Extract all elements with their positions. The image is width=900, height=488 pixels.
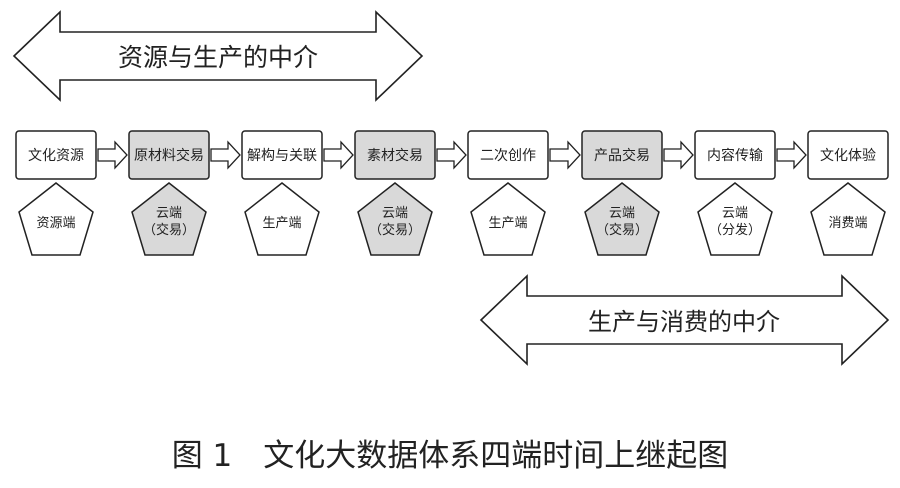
stage-box [128, 130, 210, 180]
end-label-line2: （交易） [369, 222, 421, 238]
stage-label: 内容传输 [707, 147, 763, 164]
connectors-row [97, 140, 807, 170]
stages-row: 文化资源 原材料交易 解构与关联 素材交易 二次创作 产品交易 内容传输 文化体验 [15, 130, 889, 180]
connector-arrow [663, 140, 694, 170]
end-label-line1: 云端 [722, 206, 748, 221]
connector-arrow [210, 140, 241, 170]
stage-label: 文化体验 [820, 148, 876, 164]
end-pentagon [470, 182, 546, 256]
connector-arrow [323, 140, 354, 170]
bottom-arrow-label: 生产与消费的中介 [588, 308, 780, 336]
figure-caption: 图 1 文化大数据体系四端时间上继起图 [172, 438, 729, 474]
stage-box [354, 130, 436, 180]
stage-box [581, 130, 663, 180]
end-label-line2: （分发） [709, 222, 761, 238]
end-pentagon [810, 182, 886, 256]
stage-label: 产品交易 [594, 147, 650, 164]
stage-label: 文化资源 [28, 148, 84, 164]
stage-label: 解构与关联 [247, 148, 317, 164]
stage-label: 原材料交易 [134, 147, 204, 164]
end-pentagon [244, 182, 320, 256]
connector-arrow [549, 140, 581, 170]
stage-label: 二次创作 [480, 148, 536, 164]
stage-box [467, 130, 549, 180]
stage-box [15, 130, 97, 180]
stage-box [241, 130, 323, 180]
end-label-line1: 云端 [609, 206, 635, 221]
end-label: 资源端 [36, 216, 75, 231]
top-double-arrow [12, 10, 424, 102]
end-label-line2: （交易） [143, 222, 195, 238]
end-label: 消费端 [828, 216, 867, 231]
end-label-line1: 云端 [382, 206, 408, 221]
end-pentagon [697, 182, 773, 256]
stage-label: 素材交易 [367, 147, 423, 164]
end-pentagon [18, 182, 94, 256]
bottom-double-arrow [479, 274, 890, 366]
connector-arrow [776, 140, 807, 170]
stage-box [694, 130, 776, 180]
connector-arrow [436, 140, 467, 170]
end-pentagon [131, 182, 207, 256]
top-arrow-label: 资源与生产的中介 [118, 43, 318, 72]
stage-box [807, 130, 889, 180]
end-pentagon [357, 182, 433, 256]
end-label: 生产端 [262, 216, 301, 231]
end-label: 生产端 [488, 216, 527, 231]
end-label-line1: 云端 [156, 206, 182, 221]
end-label-line2: （交易） [596, 222, 648, 238]
connector-arrow [97, 140, 128, 170]
end-pentagon [584, 182, 660, 256]
